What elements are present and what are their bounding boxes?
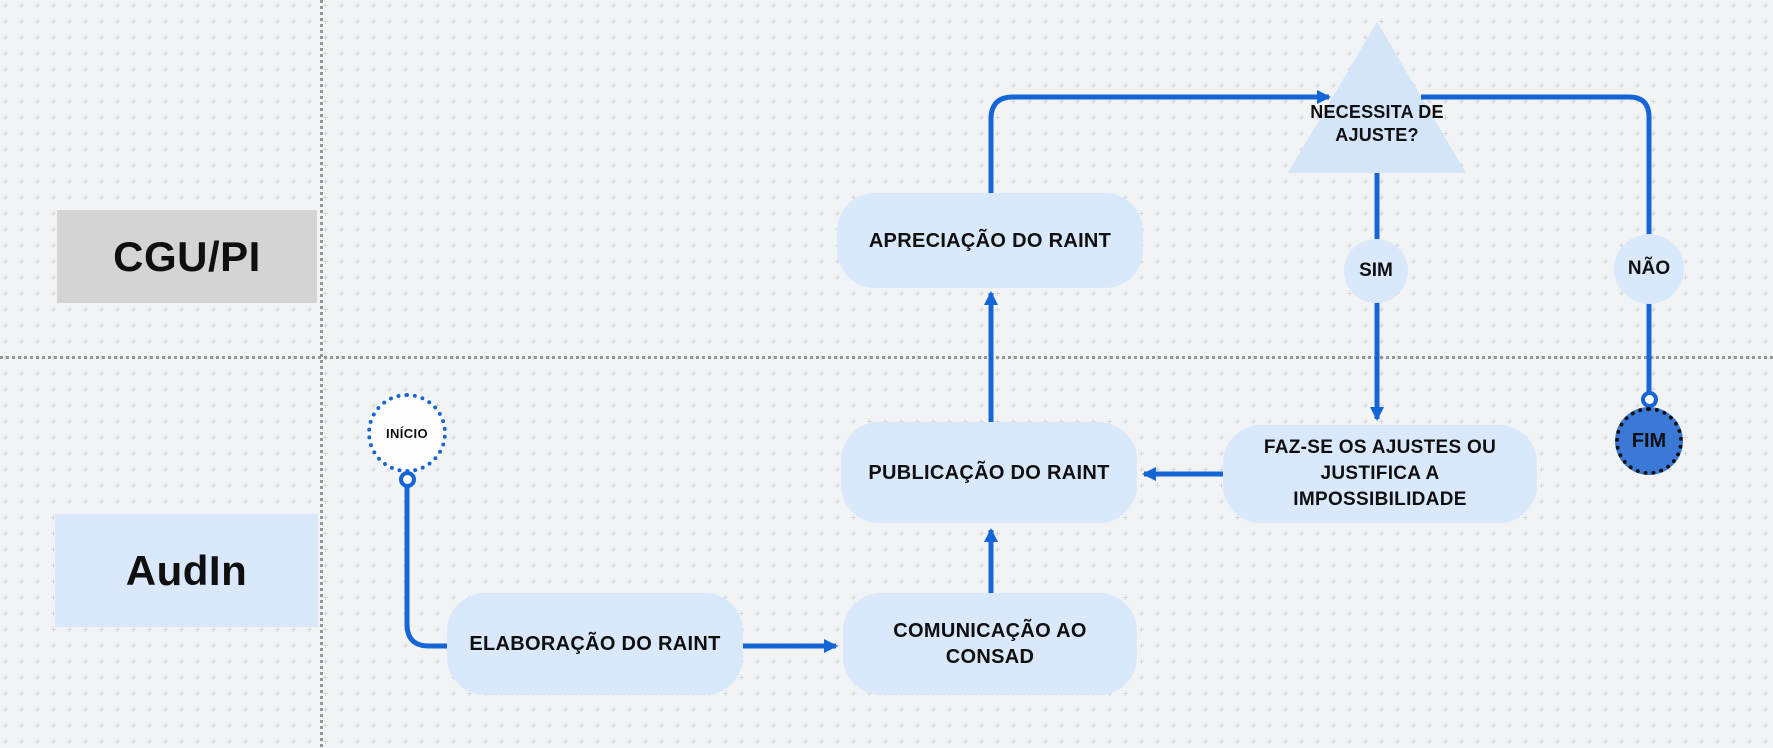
- decision-label-text: NECESSITA DE AJUSTE?: [1310, 102, 1444, 145]
- end-connector-ring: [1641, 391, 1658, 408]
- end-node-label: FIM: [1631, 429, 1667, 452]
- process-apreciacao-label: APRECIAÇÃO DO RAINT: [868, 229, 1112, 252]
- lane-divider-horizontal: [0, 356, 1773, 359]
- connector-decisao-to-nao: [1421, 94, 1652, 241]
- process-ajustes-label: FAZ-SE OS AJUSTES OU JUSTIFICA A IMPOSSI…: [1263, 437, 1497, 510]
- lane-label-audin-text: AudIn: [125, 546, 248, 594]
- lane-label-cgu-pi: CGU/PI: [57, 210, 317, 303]
- process-publicacao-do-raint: PUBLICAÇÃO DO RAINT: [841, 422, 1137, 523]
- start-node: INÍCIO: [367, 393, 447, 473]
- branch-sim-label: SIM: [1359, 260, 1393, 281]
- decision-triangle: [1288, 22, 1466, 173]
- process-comunicacao-ao-consad: COMUNICAÇÃO AO CONSAD: [843, 593, 1137, 695]
- process-publicacao-label: PUBLICAÇÃO DO RAINT: [868, 461, 1110, 484]
- process-elaboracao-label: ELABORAÇÃO DO RAINT: [469, 633, 721, 655]
- process-faz-se-os-ajustes: FAZ-SE OS AJUSTES OU JUSTIFICA A IMPOSSI…: [1223, 425, 1537, 523]
- start-node-label: INÍCIO: [385, 425, 429, 441]
- process-comunicacao-label: COMUNICAÇÃO AO CONSAD: [893, 620, 1087, 668]
- start-connector-ring: [399, 471, 416, 488]
- decision-necessita-de-ajuste-label: NECESSITA DE AJUSTE?: [1297, 101, 1457, 147]
- process-elaboracao-do-raint: ELABORAÇÃO DO RAINT: [447, 593, 743, 695]
- lane-label-cgu-pi-text: CGU/PI: [113, 232, 261, 280]
- branch-nao-label: NÃO: [1627, 258, 1671, 279]
- process-apreciacao-do-raint: APRECIAÇÃO DO RAINT: [837, 193, 1143, 288]
- connector-apreciacao-to-decisao: [988, 90, 1331, 193]
- end-node: FIM: [1615, 407, 1683, 475]
- connector-inicio-to-elaboracao: [404, 487, 447, 649]
- lane-divider-vertical: [320, 0, 323, 748]
- branch-sim-badge: SIM: [1344, 239, 1408, 303]
- lane-label-audin: AudIn: [55, 514, 318, 627]
- branch-nao-badge: NÃO: [1614, 234, 1684, 304]
